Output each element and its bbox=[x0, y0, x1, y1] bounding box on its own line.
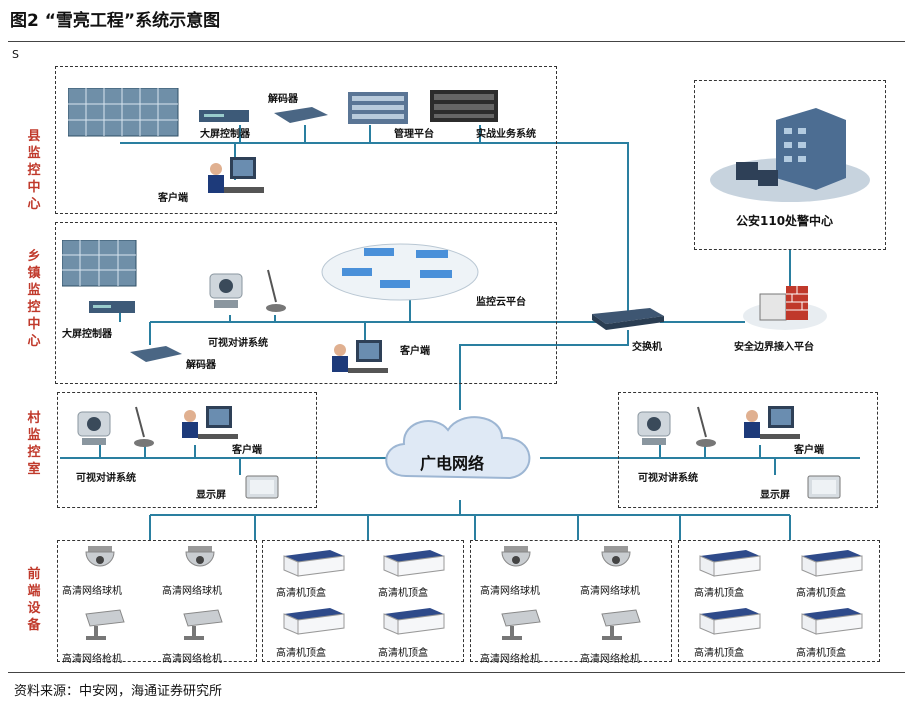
stb-label: 高清机顶盒 bbox=[796, 588, 846, 599]
village-left-client-label: 客户端 bbox=[232, 445, 262, 456]
set-top-box-icon bbox=[801, 550, 863, 577]
operator-workstation-icon bbox=[182, 406, 238, 439]
set-top-box-icon bbox=[699, 550, 761, 577]
town-big-screen-ctrl-label: 大屏控制器 bbox=[62, 329, 112, 340]
decoder-icon bbox=[130, 346, 182, 362]
bullet-camera-icon bbox=[601, 609, 641, 640]
figure-title: 图2 “雪亮工程”系统示意图 bbox=[10, 11, 221, 31]
village-right-display-label: 显示屏 bbox=[760, 490, 790, 501]
village-left-zone bbox=[57, 392, 317, 508]
microphone-icon bbox=[134, 406, 154, 447]
village-label: 村监控室 bbox=[27, 411, 41, 477]
operator-workstation-icon bbox=[744, 406, 800, 439]
business-server-icon bbox=[430, 90, 498, 122]
security-platform-label: 安全边界接入平台 bbox=[734, 342, 814, 353]
top-rule bbox=[8, 41, 905, 42]
police-center-label: 公安110处警中心 bbox=[736, 214, 834, 228]
set-top-box-icon bbox=[283, 550, 345, 577]
dome-camera-label: 高清网络球机 bbox=[480, 586, 540, 597]
county-center-zone bbox=[55, 66, 557, 214]
intercom-camera-icon bbox=[637, 411, 671, 445]
subtitle: S bbox=[12, 48, 19, 61]
microphone-icon bbox=[266, 269, 286, 312]
county-client-label: 客户端 bbox=[158, 193, 188, 204]
town-intercom-label: 可视对讲系统 bbox=[208, 338, 268, 349]
front-camera-group-1 bbox=[57, 540, 257, 662]
stb-label: 高清机顶盒 bbox=[276, 648, 326, 659]
set-top-box-icon bbox=[801, 608, 863, 635]
stb-label: 高清机顶盒 bbox=[276, 588, 326, 599]
stb-label: 高清机顶盒 bbox=[694, 648, 744, 659]
set-top-box-icon bbox=[699, 608, 761, 635]
source-note: 资料来源：中安网，海通证券研究所 bbox=[14, 684, 223, 699]
front-camera-group-2 bbox=[470, 540, 672, 662]
network-switch-icon bbox=[592, 308, 664, 330]
intercom-camera-icon bbox=[77, 411, 111, 445]
bullet-camera-icon bbox=[85, 609, 125, 640]
town-decoder-label: 解码器 bbox=[186, 360, 216, 371]
bullet-camera-label: 高清网络枪机 bbox=[162, 654, 222, 665]
dome-camera-icon bbox=[85, 546, 115, 567]
stb-label: 高清机顶盒 bbox=[378, 588, 428, 599]
town-cloud-label: 监控云平台 bbox=[476, 297, 526, 308]
broadcast-network-cloud-icon bbox=[385, 416, 531, 480]
police-building-icon bbox=[710, 108, 870, 202]
big-screen-controller-icon bbox=[89, 301, 135, 313]
front-stb-group-1 bbox=[262, 540, 464, 662]
bullet-camera-label: 高清网络枪机 bbox=[62, 654, 122, 665]
broadcast-network-label: 广电网络 bbox=[420, 454, 485, 473]
operator-workstation-icon bbox=[208, 157, 264, 193]
operator-workstation-icon bbox=[332, 340, 388, 373]
village-right-intercom-label: 可视对讲系统 bbox=[638, 473, 698, 484]
town-label: 乡镇监控中心 bbox=[27, 249, 41, 349]
big-screen-controller-icon bbox=[199, 110, 249, 122]
video-wall-icon bbox=[68, 88, 179, 137]
stb-label: 高清机顶盒 bbox=[796, 648, 846, 659]
bullet-camera-label: 高清网络枪机 bbox=[580, 654, 640, 665]
switch-label: 交换机 bbox=[632, 342, 662, 353]
decoder-icon bbox=[274, 107, 328, 123]
set-top-box-icon bbox=[283, 608, 345, 635]
dome-camera-label: 高清网络球机 bbox=[162, 586, 222, 597]
village-left-intercom-label: 可视对讲系统 bbox=[76, 473, 136, 484]
display-screen-icon bbox=[245, 475, 279, 499]
intercom-camera-icon bbox=[209, 273, 243, 308]
village-left-display-label: 显示屏 bbox=[196, 490, 226, 501]
dome-camera-label: 高清网络球机 bbox=[580, 586, 640, 597]
front-label: 前端设备 bbox=[27, 567, 41, 633]
cloud-platform-icon bbox=[321, 243, 479, 301]
set-top-box-icon bbox=[383, 550, 445, 577]
set-top-box-icon bbox=[383, 608, 445, 635]
county-mgmt-platform-label: 管理平台 bbox=[394, 129, 434, 140]
village-right-client-label: 客户端 bbox=[794, 445, 824, 456]
stb-label: 高清机顶盒 bbox=[694, 588, 744, 599]
video-wall-icon bbox=[62, 240, 137, 287]
front-stb-group-2 bbox=[678, 540, 880, 662]
village-right-zone bbox=[618, 392, 878, 508]
firewall-icon bbox=[743, 286, 827, 330]
county-label: 县监控中心 bbox=[27, 129, 41, 212]
dome-camera-icon bbox=[501, 546, 531, 567]
dome-camera-icon bbox=[185, 546, 215, 567]
bottom-rule bbox=[8, 672, 905, 673]
county-decoder-label: 解码器 bbox=[268, 94, 298, 105]
bullet-camera-icon bbox=[501, 609, 541, 640]
dome-camera-label: 高清网络球机 bbox=[62, 586, 122, 597]
stb-label: 高清机顶盒 bbox=[378, 648, 428, 659]
county-big-screen-ctrl-label: 大屏控制器 bbox=[200, 129, 250, 140]
town-center-zone bbox=[55, 222, 557, 384]
bullet-camera-icon bbox=[183, 609, 223, 640]
town-client-label: 客户端 bbox=[400, 346, 430, 357]
dome-camera-icon bbox=[601, 546, 631, 567]
microphone-icon bbox=[696, 406, 716, 447]
police-center-zone bbox=[694, 80, 886, 250]
county-business-sys-label: 实战业务系统 bbox=[476, 129, 536, 140]
server-rack-icon bbox=[348, 92, 408, 124]
bullet-camera-label: 高清网络枪机 bbox=[480, 654, 540, 665]
display-screen-icon bbox=[807, 475, 841, 499]
